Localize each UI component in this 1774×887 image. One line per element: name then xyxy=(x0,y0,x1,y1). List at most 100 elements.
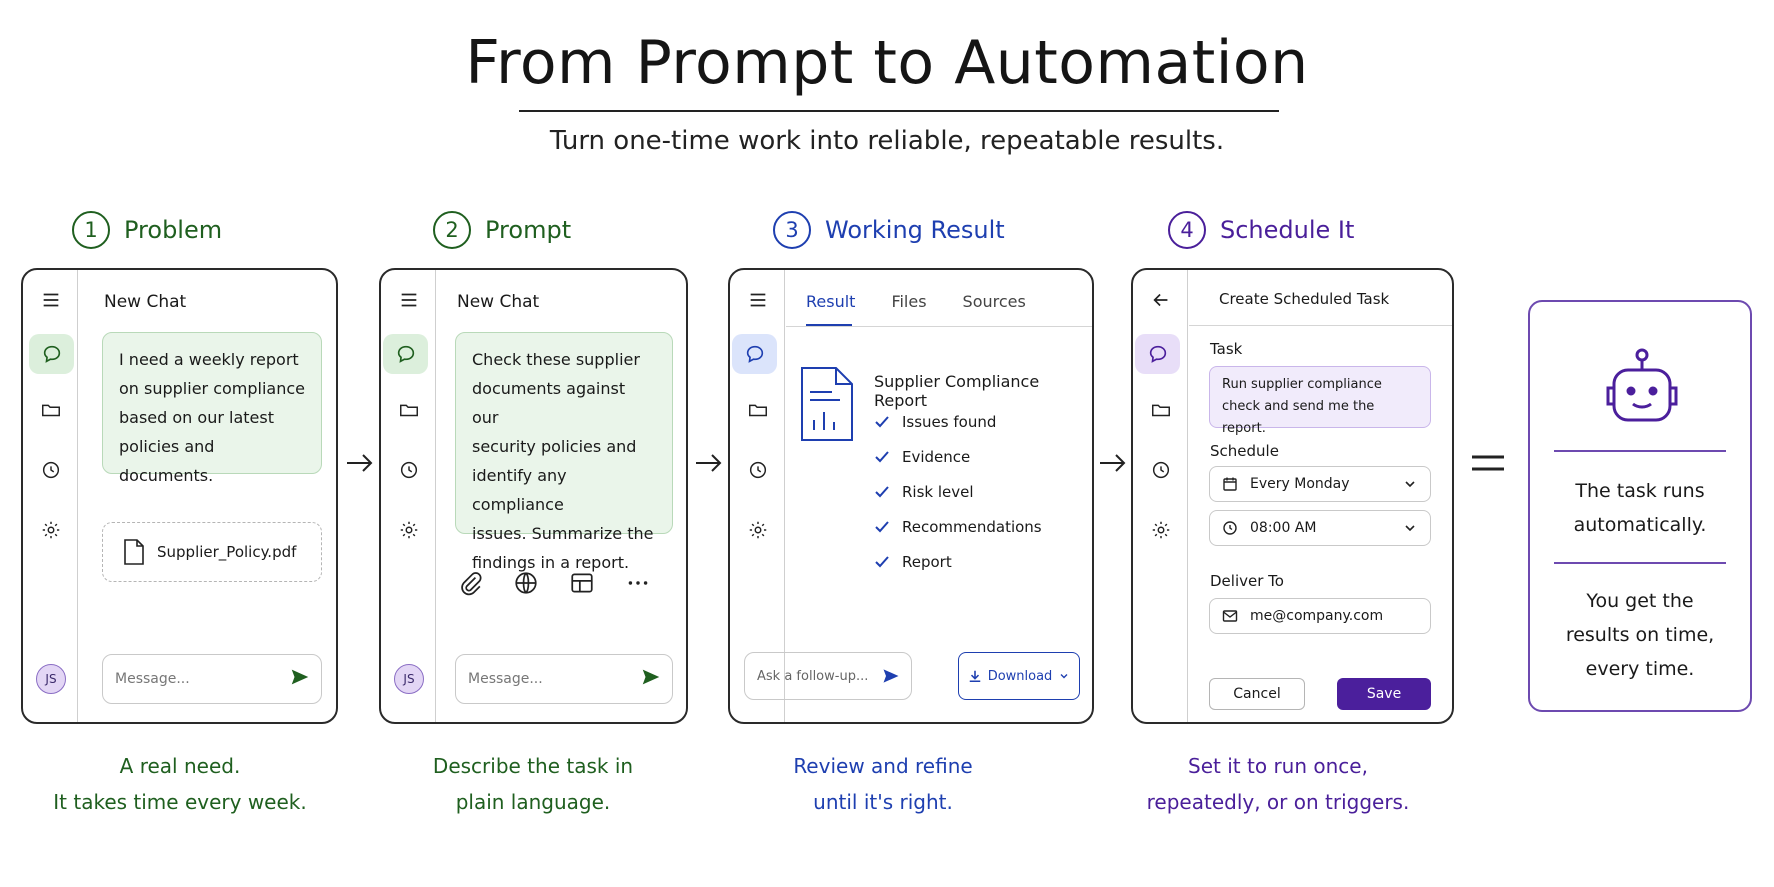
sidebar-rail: JS xyxy=(23,270,78,722)
download-label: Download xyxy=(987,668,1053,684)
chevron-down-icon xyxy=(1405,481,1415,488)
page-title: From Prompt to Automation xyxy=(465,28,1309,98)
arrow-right-icon xyxy=(1100,454,1126,472)
tab-sources[interactable]: Sources xyxy=(962,292,1026,311)
paperclip-icon[interactable] xyxy=(457,570,483,596)
caption-line: A real need. xyxy=(119,754,241,778)
result-line: The task runs xyxy=(1575,480,1705,502)
result-line: every time. xyxy=(1585,658,1695,680)
cancel-button[interactable]: Cancel xyxy=(1209,678,1305,710)
message-input[interactable]: Message... xyxy=(102,654,322,704)
step-2-label: Prompt xyxy=(485,216,572,244)
download-button[interactable]: Download xyxy=(958,652,1080,700)
avatar[interactable]: JS xyxy=(36,664,66,694)
result-line: results on time, xyxy=(1565,624,1715,646)
checklist-item: Risk level xyxy=(874,474,1042,509)
send-icon[interactable] xyxy=(640,666,662,692)
menu-icon[interactable] xyxy=(738,280,778,320)
step-3-caption: Review and refine until it's right. xyxy=(733,748,1033,820)
menu-icon[interactable] xyxy=(31,280,71,320)
history-icon[interactable] xyxy=(31,450,71,490)
menu-icon[interactable] xyxy=(389,280,429,320)
step-4-caption: Set it to run once, repeatedly, or on tr… xyxy=(1118,748,1438,820)
title-underline xyxy=(519,110,1279,112)
message-placeholder: Message... xyxy=(115,671,190,687)
page-subtitle: Turn one-time work into reliable, repeat… xyxy=(549,126,1225,156)
calendar-icon xyxy=(1223,477,1237,491)
schedule-day-select[interactable]: Every Monday xyxy=(1209,466,1431,502)
table-icon[interactable] xyxy=(569,570,595,596)
settings-icon[interactable] xyxy=(389,510,429,550)
schedule-time-select[interactable]: 08:00 AM xyxy=(1209,510,1431,546)
caption-line: Set it to run once, xyxy=(1188,754,1368,778)
sidebar-rail: JS xyxy=(381,270,436,722)
file-attachment[interactable]: Supplier_Policy.pdf xyxy=(102,522,322,582)
sidebar-rail xyxy=(730,270,785,722)
chat-icon[interactable] xyxy=(732,334,777,374)
step-2-caption: Describe the task in plain language. xyxy=(383,748,683,820)
checklist-item: Recommendations xyxy=(874,509,1042,544)
globe-icon[interactable] xyxy=(513,570,539,596)
report-checklist: Issues found Evidence Risk level Recomme… xyxy=(874,404,1042,579)
checklist-item: Issues found xyxy=(874,404,1042,439)
step-3-label: Working Result xyxy=(825,216,1005,244)
user-message-bubble: I need a weekly report on supplier compl… xyxy=(102,332,322,485)
step-3-header: 3 Working Result xyxy=(773,210,1005,250)
chevron-down-icon xyxy=(1405,525,1415,532)
step-4-number: 4 xyxy=(1168,211,1206,249)
folder-icon[interactable] xyxy=(738,390,778,430)
checklist-label: Recommendations xyxy=(902,517,1042,536)
result-divider xyxy=(1554,450,1726,452)
step-1-header: 1 Problem xyxy=(72,210,222,250)
checklist-item: Report xyxy=(874,544,1042,579)
task-line: check and send me the report. xyxy=(1222,399,1375,436)
deliver-email-field[interactable]: me@company.com xyxy=(1209,598,1431,634)
arrow-right-icon xyxy=(347,454,373,472)
active-tab-indicator xyxy=(806,324,852,326)
sidebar-rail xyxy=(1133,270,1188,722)
step-4-label: Schedule It xyxy=(1220,216,1355,244)
task-description-field[interactable]: Run supplier compliance check and send m… xyxy=(1209,366,1431,436)
message-line: I need a weekly report xyxy=(119,350,299,369)
equals-icon xyxy=(1472,455,1504,471)
avatar[interactable]: JS xyxy=(394,664,424,694)
settings-icon[interactable] xyxy=(738,510,778,550)
message-line: policies and documents. xyxy=(119,437,215,485)
message-placeholder: Message... xyxy=(468,671,543,687)
tab-divider xyxy=(786,326,1092,327)
result-tabs: Result Files Sources xyxy=(806,292,1026,311)
check-icon xyxy=(875,485,889,497)
chat-icon[interactable] xyxy=(29,334,74,374)
checklist-item: Evidence xyxy=(874,439,1042,474)
save-button[interactable]: Save xyxy=(1337,678,1431,710)
clock-icon xyxy=(1223,521,1237,535)
history-icon[interactable] xyxy=(389,450,429,490)
document-icon xyxy=(124,539,144,565)
check-icon xyxy=(875,520,889,532)
composer-toolbar xyxy=(457,570,651,596)
tab-result[interactable]: Result xyxy=(806,292,856,311)
folder-icon[interactable] xyxy=(1141,390,1181,430)
deliver-to-label: Deliver To xyxy=(1210,572,1284,590)
settings-icon[interactable] xyxy=(31,510,71,550)
dialog-title: Create Scheduled Task xyxy=(1219,290,1390,308)
send-icon[interactable] xyxy=(881,666,901,686)
followup-input[interactable]: Ask a follow-up... xyxy=(744,652,912,700)
settings-icon[interactable] xyxy=(1141,510,1181,550)
folder-icon[interactable] xyxy=(31,390,71,430)
message-input[interactable]: Message... xyxy=(455,654,673,704)
message-line: Check these supplier xyxy=(472,350,640,369)
checklist-label: Risk level xyxy=(902,482,974,501)
history-icon[interactable] xyxy=(1141,450,1181,490)
tab-files[interactable]: Files xyxy=(891,292,927,311)
folder-icon[interactable] xyxy=(389,390,429,430)
step-4-header: 4 Schedule It xyxy=(1168,210,1354,250)
more-icon[interactable] xyxy=(625,570,651,596)
send-icon[interactable] xyxy=(289,666,311,692)
chat-icon[interactable] xyxy=(1135,334,1180,374)
result-statement-1: The task runs automatically. xyxy=(1530,474,1750,542)
chat-icon[interactable] xyxy=(383,334,428,374)
history-icon[interactable] xyxy=(738,450,778,490)
back-arrow-icon[interactable] xyxy=(1141,280,1181,320)
message-line: issues. Summarize the xyxy=(472,524,654,543)
